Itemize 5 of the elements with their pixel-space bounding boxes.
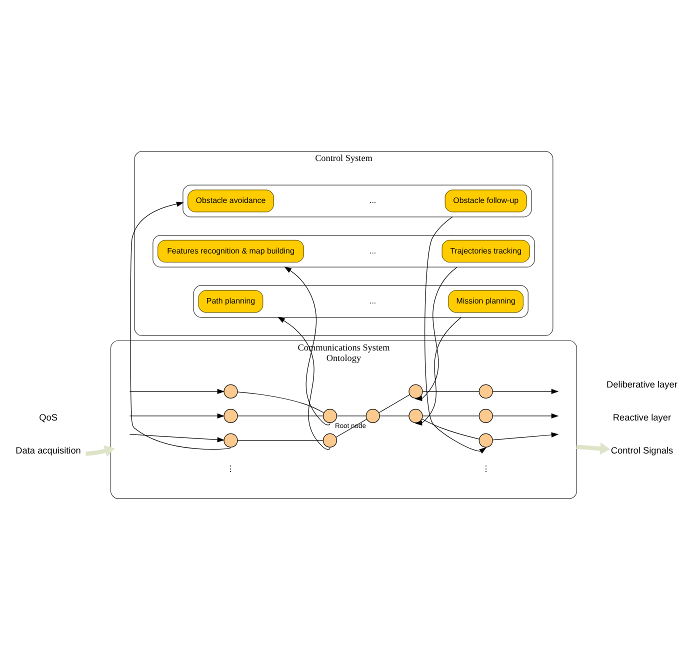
node-text: Data acquisition [16, 446, 81, 456]
node-text: Control Signals [610, 446, 674, 456]
label: QoS [39, 412, 58, 423]
label: Deliberative layer [606, 379, 678, 390]
label: Reactive layer [612, 412, 672, 423]
